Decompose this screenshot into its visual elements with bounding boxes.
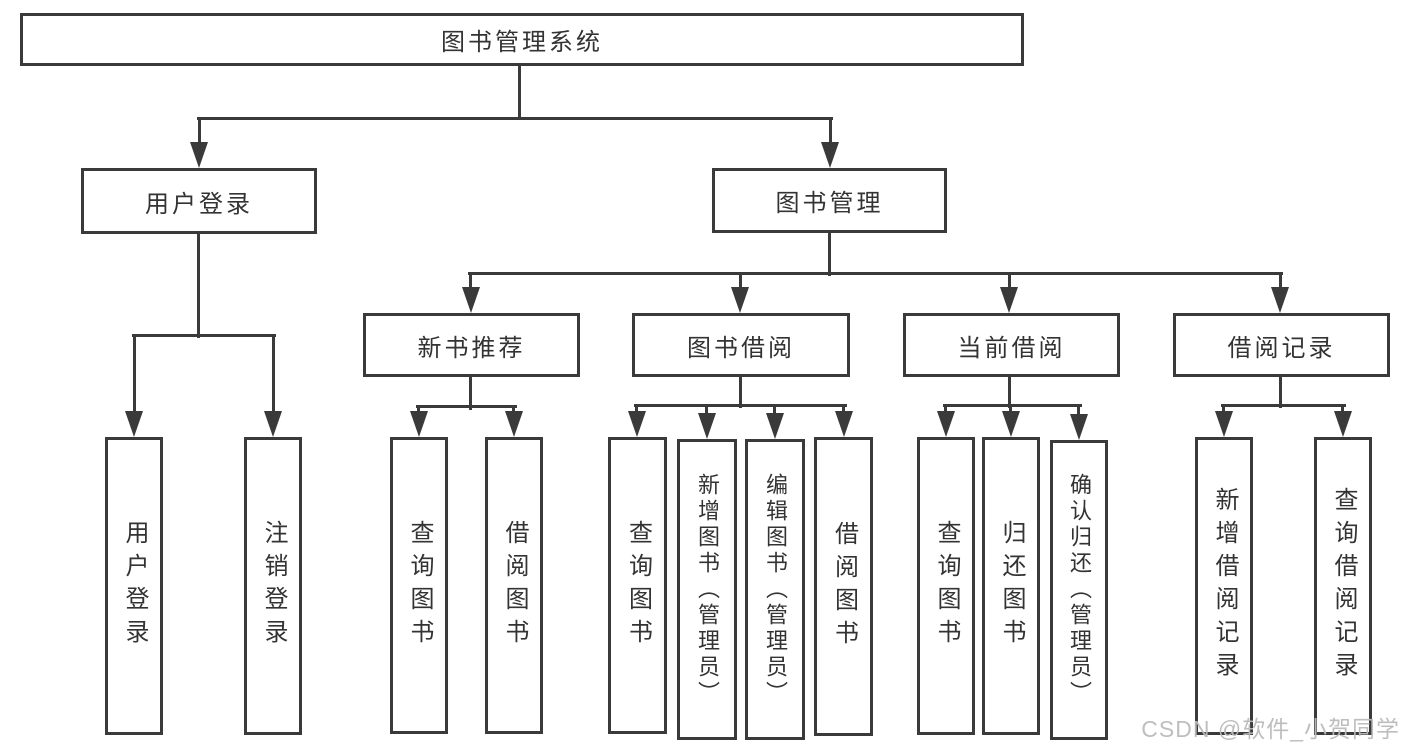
- connector-line: [773, 404, 776, 420]
- connector-line: [1008, 375, 1011, 408]
- connector-line: [705, 404, 708, 420]
- arrowhead-down-icon: [264, 411, 282, 437]
- connector-line: [272, 334, 275, 420]
- node-label: 新增图书（管理员）: [695, 472, 720, 707]
- node-br-query: 查询借阅记录: [1314, 437, 1372, 735]
- connector-line: [469, 374, 472, 410]
- connector-line: [1279, 374, 1282, 408]
- connector-line: [416, 405, 517, 408]
- connector-line: [1279, 272, 1282, 296]
- connector-line: [829, 117, 832, 151]
- connector-line: [739, 272, 742, 296]
- arrowhead-down-icon: [1271, 287, 1289, 313]
- node-label: 新书推荐: [417, 334, 526, 362]
- arrowhead-down-icon: [937, 411, 955, 437]
- node-nbr-query: 查询图书: [390, 437, 448, 734]
- arrowhead-down-icon: [1000, 287, 1018, 313]
- connector-line: [1008, 272, 1011, 296]
- connector-line: [634, 404, 847, 407]
- arrowhead-down-icon: [1002, 411, 1020, 437]
- connector-line: [828, 230, 831, 276]
- node-logout: 注销登录: [244, 437, 302, 735]
- node-user-login: 用户登录: [81, 168, 317, 234]
- arrowhead-down-icon: [1334, 411, 1352, 437]
- connector-line: [1077, 404, 1080, 422]
- node-label: 查询图书: [933, 520, 960, 652]
- connector-line: [518, 64, 521, 120]
- node-user-login-leaf: 用户登录: [105, 437, 163, 735]
- node-label: 注销登录: [260, 520, 287, 652]
- node-bb-edit: 编辑图书（管理员）: [745, 439, 805, 740]
- watermark: CSDN @软件_小贺同学: [1141, 716, 1400, 742]
- connector-line: [943, 404, 1082, 407]
- node-label: 借阅图书: [501, 519, 528, 652]
- node-bb-add: 新增图书（管理员）: [677, 439, 737, 740]
- node-label: 借阅记录: [1227, 334, 1336, 362]
- node-bb-borrow: 借阅图书: [814, 437, 873, 736]
- node-label: 查询借阅记录: [1330, 487, 1357, 685]
- arrowhead-down-icon: [190, 142, 208, 168]
- node-label: 用户登录: [121, 520, 148, 652]
- connector-line: [133, 334, 136, 420]
- node-br-add: 新增借阅记录: [1195, 437, 1253, 735]
- node-label: 新增借阅记录: [1211, 487, 1238, 685]
- connector-line: [1221, 404, 1346, 407]
- arrowhead-down-icon: [125, 411, 143, 437]
- node-cb-return: 归还图书: [982, 437, 1040, 735]
- node-book-borrow: 图书借阅: [632, 313, 850, 377]
- connector-line: [739, 375, 742, 408]
- arrowhead-down-icon: [505, 411, 523, 437]
- node-label: 图书管理: [775, 190, 884, 217]
- arrowhead-down-icon: [821, 142, 839, 168]
- node-label: 借阅图书: [830, 520, 858, 653]
- node-label: 图书管理系统: [441, 29, 603, 56]
- node-nbr-borrow: 借阅图书: [485, 437, 543, 734]
- arrowhead-down-icon: [698, 413, 716, 439]
- connector-line: [132, 334, 276, 337]
- connector-line: [197, 232, 200, 338]
- arrowhead-down-icon: [462, 287, 480, 313]
- arrowhead-down-icon: [731, 287, 749, 313]
- arrowhead-down-icon: [628, 411, 646, 437]
- node-borrow-records: 借阅记录: [1173, 313, 1390, 377]
- connector-line: [468, 272, 1283, 275]
- node-label: 当前借阅: [957, 334, 1066, 362]
- arrowhead-down-icon: [835, 411, 853, 437]
- arrowhead-down-icon: [1215, 411, 1233, 437]
- node-cb-confirm: 确认归还（管理员）: [1050, 440, 1108, 740]
- node-label: 图书借阅: [687, 334, 795, 362]
- node-current-borrow: 当前借阅: [903, 313, 1120, 377]
- arrowhead-down-icon: [766, 413, 784, 439]
- node-root: 图书管理系统: [20, 13, 1024, 66]
- node-label: 查询图书: [406, 519, 433, 652]
- node-book-mgmt: 图书管理: [712, 168, 947, 233]
- node-cb-query: 查询图书: [917, 437, 975, 735]
- node-new-book-rec: 新书推荐: [363, 313, 580, 377]
- node-label: 编辑图书（管理员）: [763, 472, 788, 707]
- arrowhead-down-icon: [1070, 414, 1088, 440]
- connector-line: [198, 117, 201, 151]
- connector-line: [469, 272, 472, 296]
- connector-line: [197, 117, 833, 120]
- node-label: 查询图书: [624, 519, 652, 652]
- node-label: 归还图书: [998, 520, 1025, 652]
- arrowhead-down-icon: [410, 411, 428, 437]
- node-label: 确认归还（管理员）: [1067, 473, 1092, 707]
- node-bb-query: 查询图书: [608, 437, 667, 734]
- node-label: 用户登录: [145, 190, 253, 218]
